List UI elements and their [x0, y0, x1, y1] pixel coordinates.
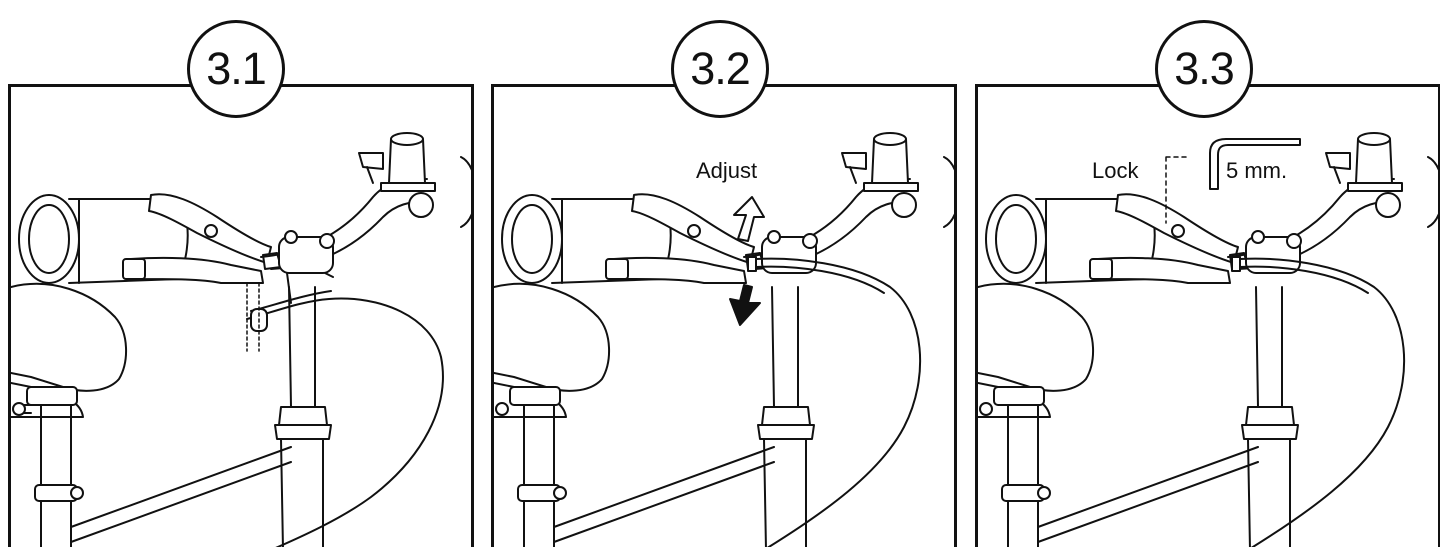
step-badge-3-1: 3.1	[187, 20, 285, 118]
annotation-lock: Lock	[1092, 158, 1139, 183]
step-panel-3-1	[8, 84, 474, 547]
handlebar-illustration	[978, 132, 1438, 547]
adjust-arrow-up-icon	[733, 196, 765, 242]
tool-size-label: 5 mm.	[1226, 158, 1288, 183]
step-panel-3-3: Lock 5 mm.	[975, 84, 1440, 547]
step-panel-3-2: Adjust	[491, 84, 957, 547]
step-badge-3-2: 3.2	[671, 20, 769, 118]
handlebar-illustration	[494, 132, 954, 547]
handlebar-illustration	[11, 132, 471, 547]
hex-key-icon	[1209, 138, 1301, 190]
cropped-step-badge	[12, 0, 104, 16]
step-badge-3-3: 3.3	[1155, 20, 1253, 118]
adjust-arrow-down-icon	[729, 284, 761, 326]
annotation-adjust: Adjust	[696, 158, 758, 183]
